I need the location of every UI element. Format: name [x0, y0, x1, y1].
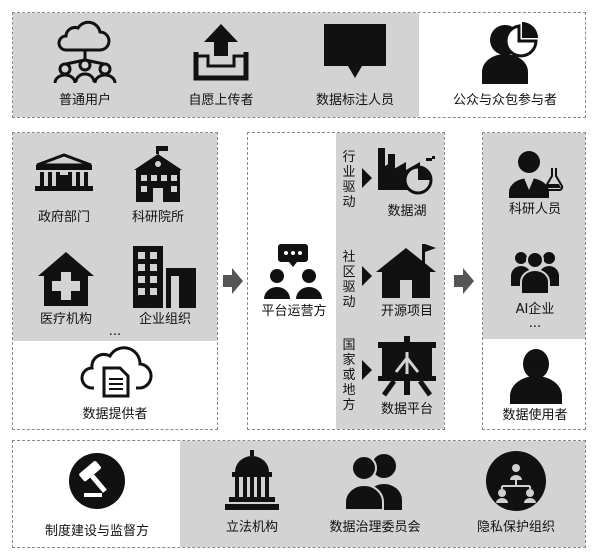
upload-icon	[193, 24, 249, 81]
label-platform-operator: 平台运营方	[261, 304, 327, 319]
label-regulator: 制度建设与监督方	[44, 524, 149, 539]
label-government: 政府部门	[37, 210, 90, 225]
label-state-driven: 国家或地方	[342, 338, 356, 413]
users-ellipsis: ...	[528, 316, 542, 331]
label-data-lake: 数据湖	[387, 204, 427, 219]
user-group-icon	[511, 251, 559, 295]
house-flag-icon	[376, 244, 436, 298]
annotation-bubble-icon	[324, 24, 386, 78]
label-volunteer-uploaders: 自愿上传者	[188, 93, 254, 108]
label-ordinary-users: 普通用户	[58, 93, 111, 108]
researcher-flask-icon	[509, 151, 564, 198]
label-researchers: 科研人员	[508, 202, 561, 217]
platform-panel	[247, 132, 445, 430]
governance-panel	[12, 440, 586, 548]
label-enterprise: 企业组织	[138, 312, 191, 327]
privacy-network-icon	[486, 451, 546, 511]
office-building-icon	[133, 246, 196, 308]
users-panel	[482, 132, 586, 430]
gavel-icon	[69, 453, 125, 509]
label-research-institutes: 科研院所	[131, 210, 184, 225]
person-pie-chart-icon	[482, 22, 538, 84]
top-row-panel	[12, 12, 586, 118]
committee-people-icon	[344, 454, 402, 511]
government-building-icon	[35, 153, 93, 191]
factory-chart-icon	[378, 148, 435, 195]
label-data-providers: 数据提供者	[82, 407, 148, 422]
arrow-right-icon	[223, 268, 243, 294]
providers-panel	[12, 132, 218, 430]
presentation-board-icon	[378, 336, 436, 397]
label-crowd-participants: 公众与众包参与者	[452, 93, 557, 108]
medical-cross-house-icon	[38, 252, 94, 306]
label-committee: 数据治理委员会	[329, 520, 421, 535]
label-open-source: 开源项目	[380, 304, 433, 319]
label-industry-driven: 行业驱动	[342, 150, 356, 210]
arrow-triangle-icon	[362, 360, 372, 380]
label-data-platform: 数据平台	[380, 402, 433, 417]
arrow-right-icon	[454, 268, 474, 294]
arrow-triangle-icon	[362, 266, 372, 286]
cloud-document-icon	[80, 346, 153, 398]
providers-ellipsis: ...	[108, 324, 122, 339]
capitol-building-icon	[225, 450, 279, 510]
label-legislature: 立法机构	[225, 520, 278, 535]
network-users-icon	[53, 20, 117, 84]
arrow-triangle-icon	[362, 168, 372, 188]
label-data-users: 数据使用者	[502, 408, 568, 423]
label-ai-companies: AI企业	[515, 302, 555, 317]
label-community-driven: 社区驱动	[342, 250, 356, 310]
person-silhouette-icon	[510, 349, 562, 404]
label-medical-institutions: 医疗机构	[39, 312, 92, 327]
platform-operator-icon	[264, 244, 322, 299]
label-data-annotators: 数据标注人员	[315, 93, 394, 108]
research-institute-icon	[134, 146, 182, 202]
label-privacy-org: 隐私保护组织	[476, 520, 555, 535]
